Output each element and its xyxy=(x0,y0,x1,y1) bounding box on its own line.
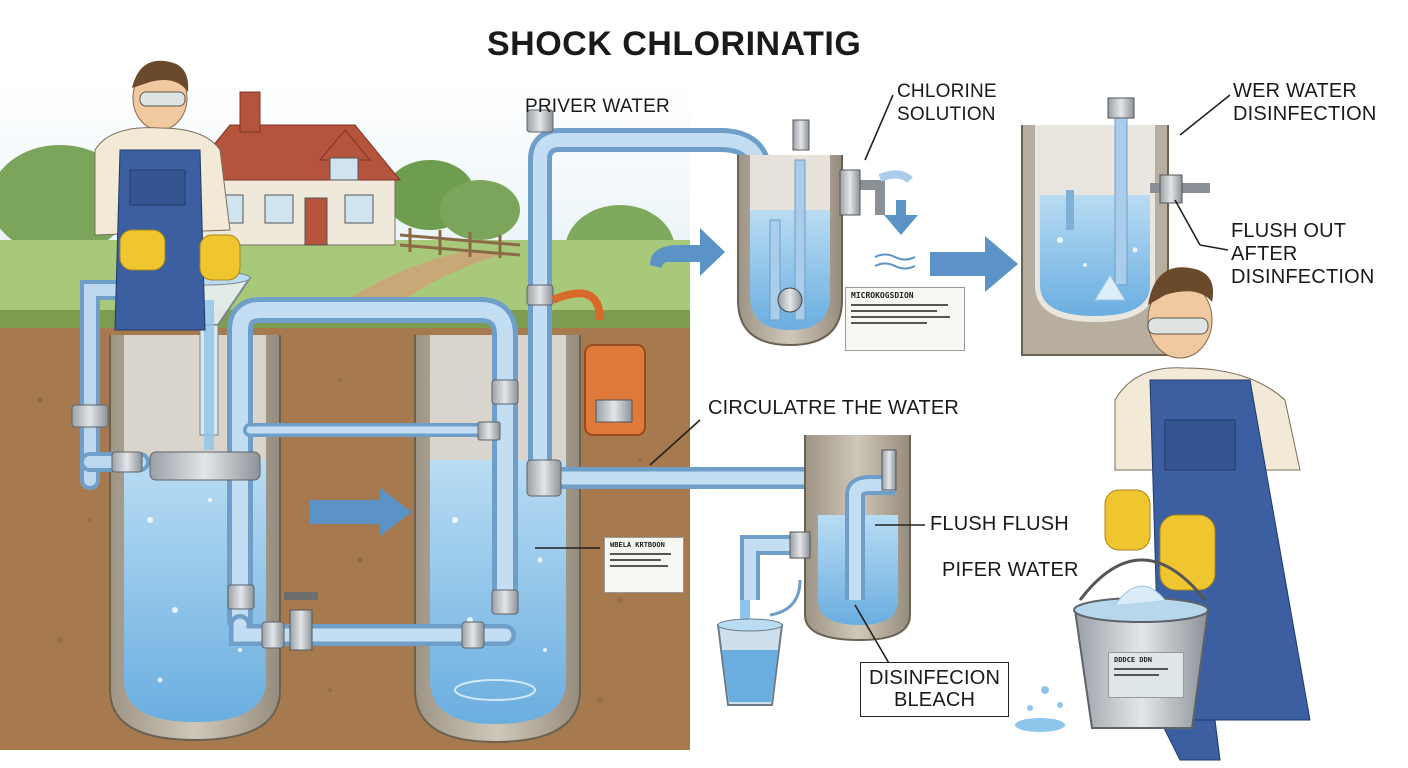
flow-arrow-top-left xyxy=(650,228,725,276)
label-flush-out-after-disinfection: FLUSH OUT AFTER DISINFECTION xyxy=(1231,220,1375,288)
label-priver-water: PRIVER WATER xyxy=(525,96,670,117)
note-well: WBELA KRTBOON xyxy=(604,537,684,593)
note-micro-title: MICROKOGSDION xyxy=(851,291,914,300)
flush-tank xyxy=(740,435,911,642)
label-circulate-the-water: CIRCULATRE THE WATER xyxy=(708,397,960,419)
label-chlorine-solution: CHLORINE SOLUTION xyxy=(897,81,997,126)
pipe-fittings xyxy=(71,109,562,649)
farmhouse xyxy=(183,91,402,246)
note-micro: MICROKOGSDION xyxy=(845,287,965,351)
label-wer-water-disinfection: WER WATER DISINFECTION xyxy=(1233,80,1377,125)
left-well xyxy=(109,335,281,742)
label-pifer-water: PIFER WATER xyxy=(942,559,1079,581)
disinfection-tank xyxy=(1021,97,1210,356)
note-micro-lines xyxy=(851,304,959,324)
bucket-label-lines xyxy=(1114,668,1178,676)
water-splash xyxy=(1015,686,1065,732)
chlorine-tank xyxy=(551,289,646,436)
valve xyxy=(284,592,318,651)
chlorine-solution-tank xyxy=(737,119,918,347)
diagram-title: SHOCK CHLORINATIG xyxy=(487,25,862,63)
leader-lines xyxy=(535,94,1231,666)
label-flush-flush: FLUSH FLUSH xyxy=(930,513,1069,535)
bucket-label-title: DDDCE DDN xyxy=(1114,656,1152,664)
bucket-label: DDDCE DDN xyxy=(1108,652,1184,698)
small-bucket xyxy=(716,618,784,706)
flow-arrow-top-right xyxy=(930,236,1018,292)
flow-arrow-middle xyxy=(310,488,412,536)
note-well-title: WBELA KRTBOON xyxy=(610,541,665,549)
label-disinfection-bleach: DISINFECION BLEACH xyxy=(860,662,1010,717)
left-worker xyxy=(94,60,241,331)
note-well-lines xyxy=(610,553,678,567)
